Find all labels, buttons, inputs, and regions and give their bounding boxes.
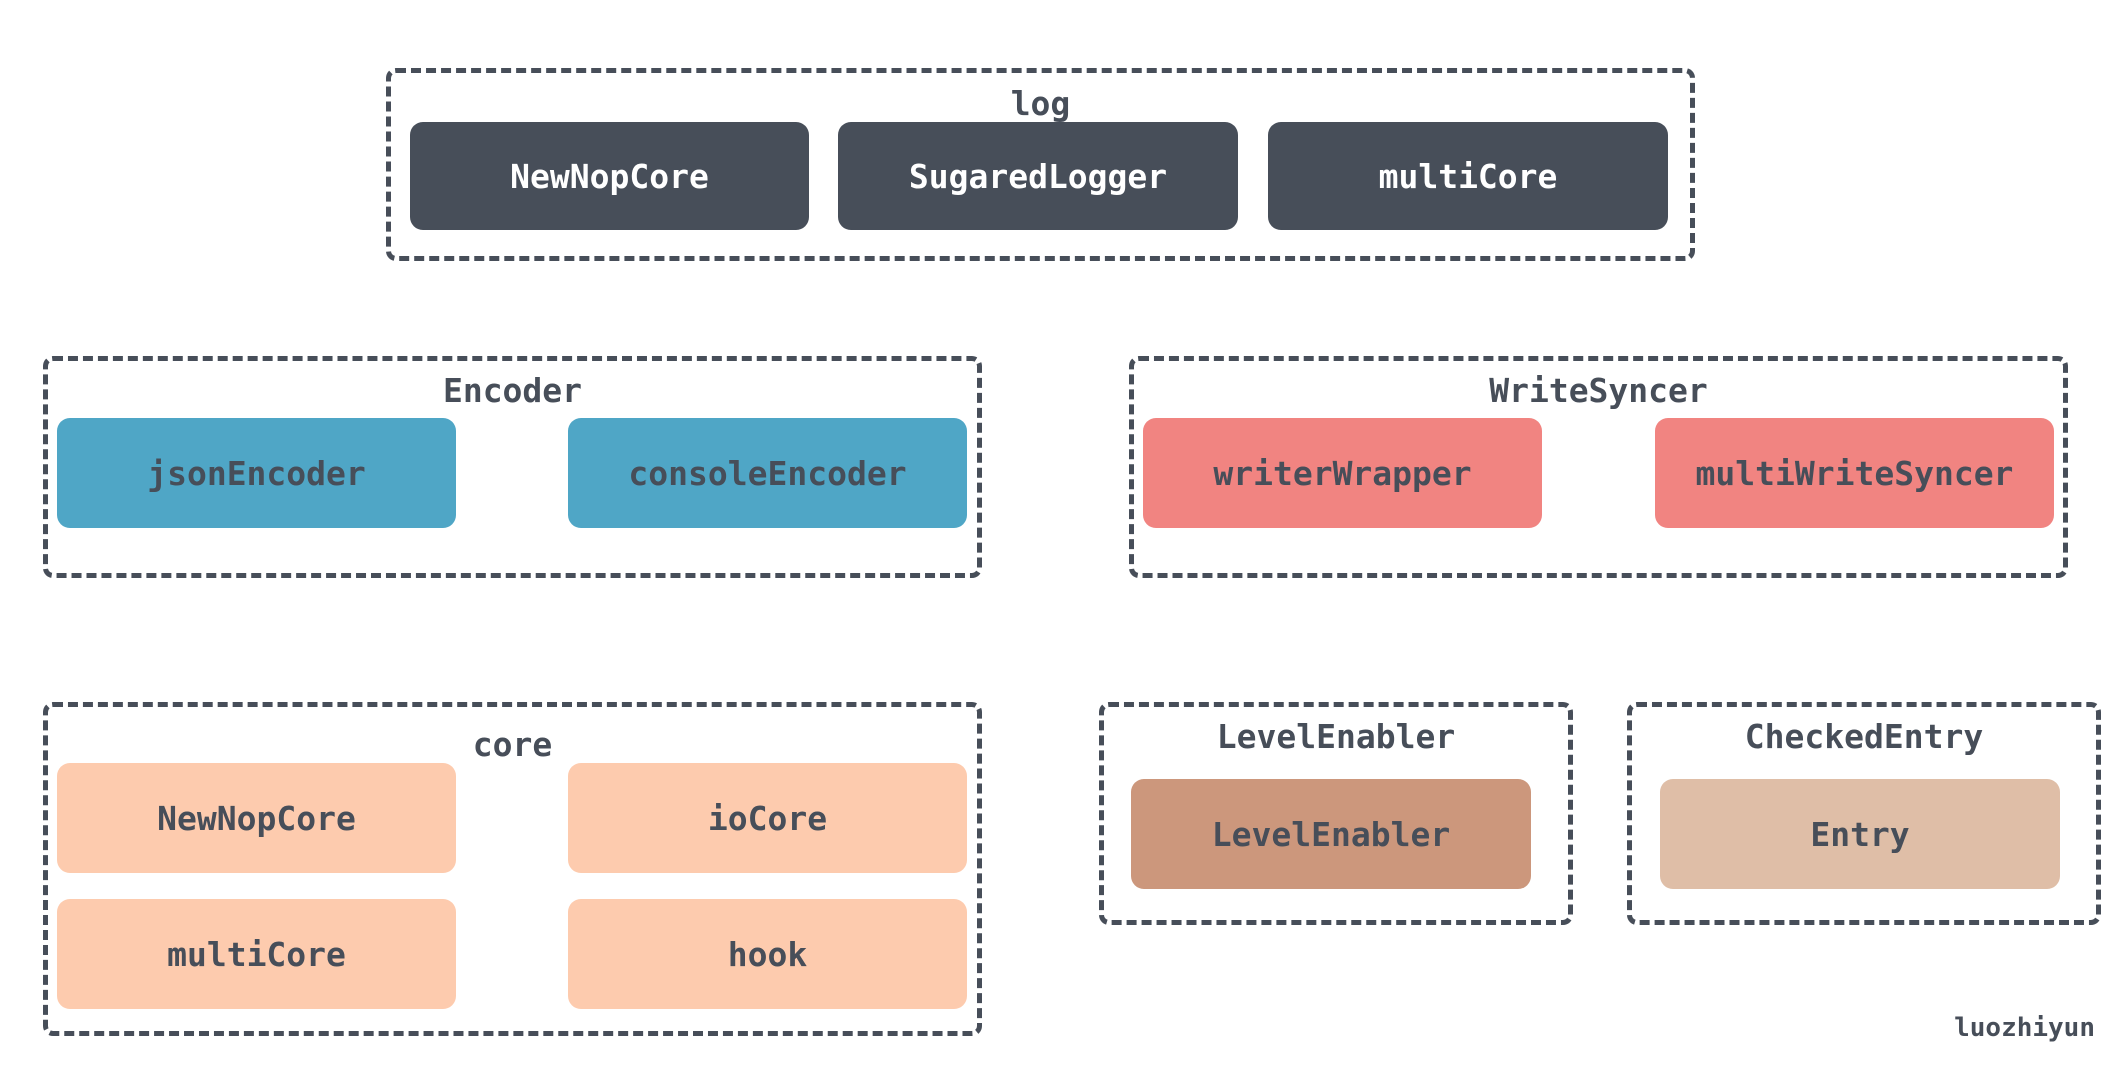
writer-wrapper-box: writerWrapper: [1143, 418, 1542, 528]
writesyncer-group-title: WriteSyncer: [1489, 371, 1708, 410]
encoder-group: Encoder: [43, 356, 982, 578]
core-newnopcore-box: NewNopCore: [57, 763, 456, 873]
core-iocore-box: ioCore: [568, 763, 967, 873]
writesyncer-group: WriteSyncer: [1129, 356, 2068, 578]
log-group: log: [386, 68, 1695, 261]
log-multicore-box: multiCore: [1268, 122, 1668, 230]
encoder-group-title: Encoder: [442, 371, 583, 410]
core-group: core: [43, 702, 982, 1036]
core-group-title: core: [472, 725, 553, 764]
multi-write-syncer-box: multiWriteSyncer: [1655, 418, 2054, 528]
log-group-title: log: [1010, 84, 1071, 123]
levelenabler-group: LevelEnabler: [1099, 702, 1573, 925]
core-hook-box: hook: [568, 899, 967, 1009]
levelenabler-box: LevelEnabler: [1131, 779, 1531, 889]
json-encoder-box: jsonEncoder: [57, 418, 456, 528]
checkedentry-group: CheckedEntry: [1627, 702, 2101, 925]
watermark: luozhiyun: [1954, 1013, 2095, 1043]
log-newnopcore-box: NewNopCore: [410, 122, 809, 230]
log-sugaredlogger-box: SugaredLogger: [838, 122, 1238, 230]
console-encoder-box: consoleEncoder: [568, 418, 967, 528]
levelenabler-group-title: LevelEnabler: [1216, 717, 1456, 756]
checkedentry-group-title: CheckedEntry: [1744, 717, 1984, 756]
entry-box: Entry: [1660, 779, 2060, 889]
core-multicore-box: multiCore: [57, 899, 456, 1009]
